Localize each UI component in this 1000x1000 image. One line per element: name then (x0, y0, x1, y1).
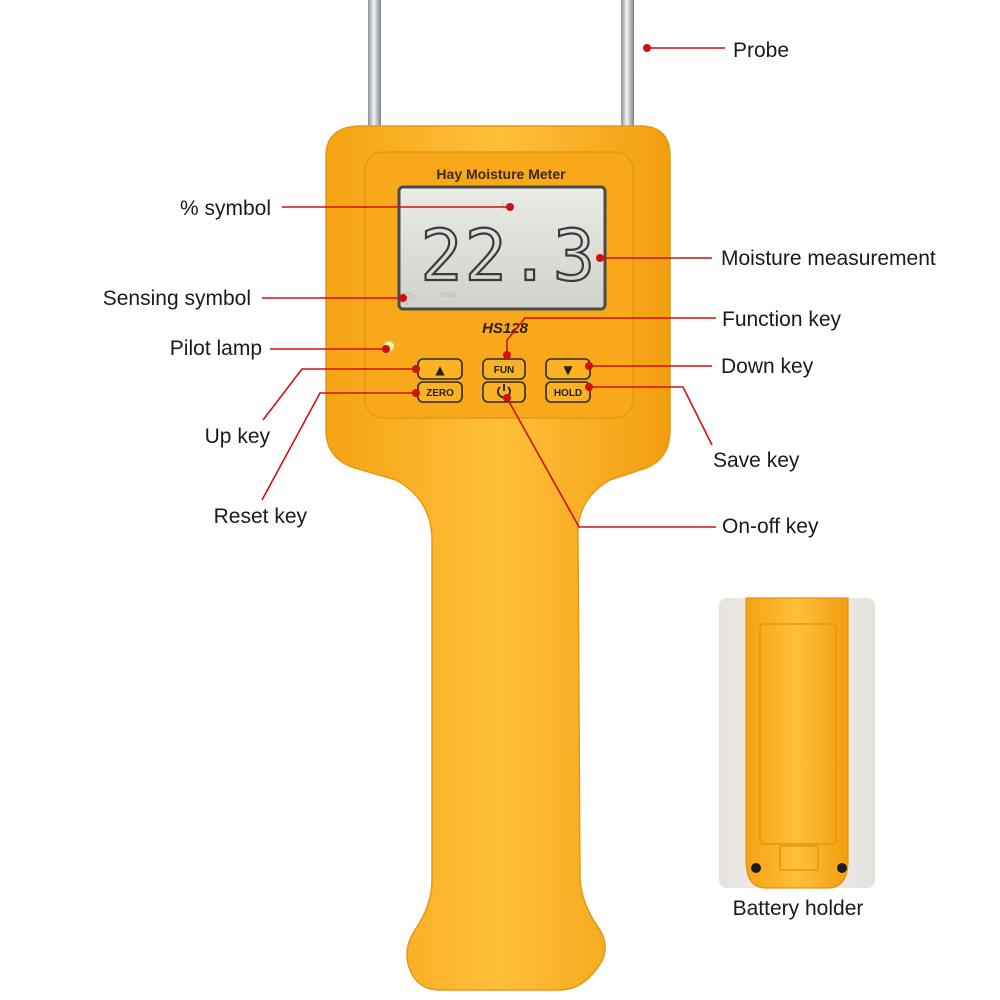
hold-key[interactable]: HOLD (545, 381, 591, 403)
screw-hole-right (837, 863, 847, 873)
lcd-max-label: max (440, 289, 458, 299)
down-key[interactable]: ▼ (545, 358, 591, 380)
label-percent-symbol: % symbol (180, 197, 271, 220)
lcd-screen (397, 185, 607, 311)
screw-hole-left (751, 863, 761, 873)
label-up-key: Up key (205, 425, 271, 448)
power-key[interactable] (482, 381, 526, 403)
model-label: HS128 (482, 320, 529, 337)
leader-lines (261, 44, 725, 528)
battery-body (745, 597, 849, 889)
battery-holder-inset (719, 597, 875, 889)
probe-right (621, 0, 634, 135)
up-key[interactable]: ▲ (417, 358, 463, 380)
device-title: Hay Moisture Meter (436, 166, 566, 182)
svg-text:FUN: FUN (494, 365, 515, 376)
svg-text:▲: ▲ (435, 363, 445, 377)
label-save-key: Save key (713, 449, 800, 472)
probe-left (368, 0, 381, 135)
lcd-reading: 22.3 (420, 215, 597, 297)
label-pilot-lamp: Pilot lamp (170, 337, 262, 360)
svg-text:▼: ▼ (563, 363, 573, 377)
label-probe: Probe (733, 39, 789, 62)
zero-key[interactable]: ZERO (417, 381, 463, 403)
label-sensing-symbol: Sensing symbol (103, 287, 251, 310)
svg-text:ZERO: ZERO (426, 388, 454, 399)
fun-key[interactable]: FUN (482, 358, 526, 380)
battery-cover (759, 623, 837, 845)
label-reset-key: Reset key (214, 505, 308, 528)
svg-text:HOLD: HOLD (554, 388, 582, 399)
label-moisture-measurement: Moisture measurement (721, 247, 936, 270)
label-function-key: Function key (722, 308, 842, 331)
label-battery-holder: Battery holder (733, 897, 864, 920)
battery-latch (779, 845, 819, 871)
label-on-off-key: On-off key (722, 515, 819, 538)
label-down-key: Down key (721, 355, 814, 378)
